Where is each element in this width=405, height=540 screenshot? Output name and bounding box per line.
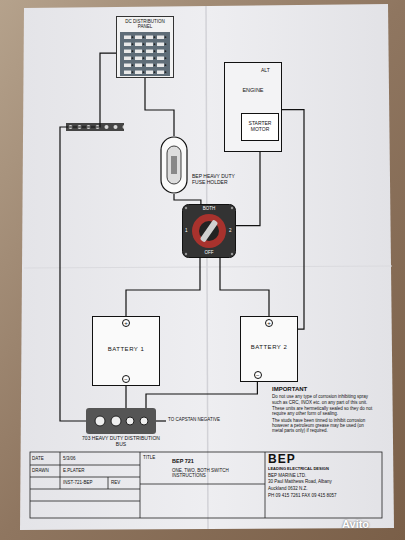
note-text: These units are hermetically sealed so t… [272, 406, 376, 416]
note-text: Do not use any type of corrosion inhibit… [272, 394, 376, 404]
cable [220, 258, 269, 316]
switch-position: BOTH [199, 206, 219, 211]
cable [174, 194, 201, 204]
company-logo: BEP [268, 453, 380, 465]
cable [126, 258, 200, 316]
switch-position: 2 [229, 228, 232, 233]
cable [236, 141, 260, 226]
distribution-bus: 703 HEAVY DUTY DISTRIBUTION BUS [86, 408, 156, 434]
company-address: 30 Paul Matthews Road, Albany [268, 479, 380, 484]
wire-destination-label: TO CAPSTAN NEGATIVE [168, 417, 220, 422]
capstan-wire [156, 420, 166, 421]
drawing-title: BEP 721 [172, 458, 194, 464]
engine-block: ALT ENGINE STARTER MOTOR [224, 62, 282, 152]
battery: + BATTERY 1 − [92, 316, 160, 386]
company-phone: PH 09 415 7261 FAX 09 415 8057 [268, 493, 380, 498]
title-block-field: DATE [32, 456, 44, 461]
battery-label: BATTERY 1 [95, 346, 157, 353]
battery-label: BATTERY 2 [243, 344, 295, 351]
company-block: BEP LEADING ELECTRICAL DESIGNBEP MARINE L… [268, 453, 380, 499]
drawing-number: INST-721-BEP [63, 480, 93, 485]
title-block-value: 5/3/06 [63, 456, 76, 461]
company-address: BEP MARINE LTD. [268, 473, 380, 478]
cable [125, 386, 126, 408]
dc-distribution-panel: DC DISTRIBUTION PANEL [116, 16, 174, 78]
fuse-holder: BEP HEAVY DUTY FUSE HOLDER [160, 136, 188, 194]
company-address: Auckland 0632 N.Z. [268, 486, 380, 491]
battery-switch: BOTH 1 2OFF [182, 204, 236, 258]
title-block-value: E.PLATER [63, 468, 84, 473]
breaker-panel [120, 32, 170, 76]
title-block-grid [30, 452, 382, 518]
positive-terminal: + [265, 319, 273, 327]
starter-motor: STARTER MOTOR [241, 113, 279, 141]
battery-switch-body [182, 204, 236, 258]
note-heading: IMPORTANT [272, 386, 376, 393]
distribution-bus-label: 703 HEAVY DUTY DISTRIBUTION BUS [81, 436, 161, 448]
company-tagline: LEADING ELECTRICAL DESIGN [268, 467, 380, 472]
panel-label: DC DISTRIBUTION PANEL [119, 19, 171, 29]
note-text: The studs have been tinned to inhibit co… [272, 418, 376, 434]
alternator-label: ALT [261, 68, 270, 74]
cable [146, 382, 257, 408]
starter-motor-label: STARTER MOTOR [244, 121, 276, 133]
fuse-holder-label: BEP HEAVY DUTY FUSE HOLDER [192, 174, 240, 186]
important-note: IMPORTANTDo not use any type of corrosio… [272, 386, 376, 435]
paper-sheet [20, 4, 394, 530]
positive-terminal: + [122, 319, 130, 327]
watermark: Avito [342, 518, 369, 531]
fuse-holder-body [160, 136, 188, 194]
title-block-field: REV [111, 480, 120, 485]
battery: + BATTERY 2 − [240, 316, 298, 382]
negative-terminal: − [122, 375, 130, 383]
switch-position: OFF [199, 250, 219, 255]
bus-studs [86, 408, 156, 434]
fold-crease [24, 266, 392, 268]
cable [282, 110, 304, 330]
cable [145, 78, 174, 136]
negative-terminal: − [254, 371, 262, 379]
title-block-field: TITLE [143, 455, 155, 460]
switch-position: 1 [185, 228, 188, 233]
title-block-field: DRAWN [32, 468, 49, 473]
drawing-subtitle: ONE, TWO, BOTH SWITCH INSTRUCTIONS [172, 468, 262, 478]
engine-label: ENGINE [227, 87, 279, 93]
